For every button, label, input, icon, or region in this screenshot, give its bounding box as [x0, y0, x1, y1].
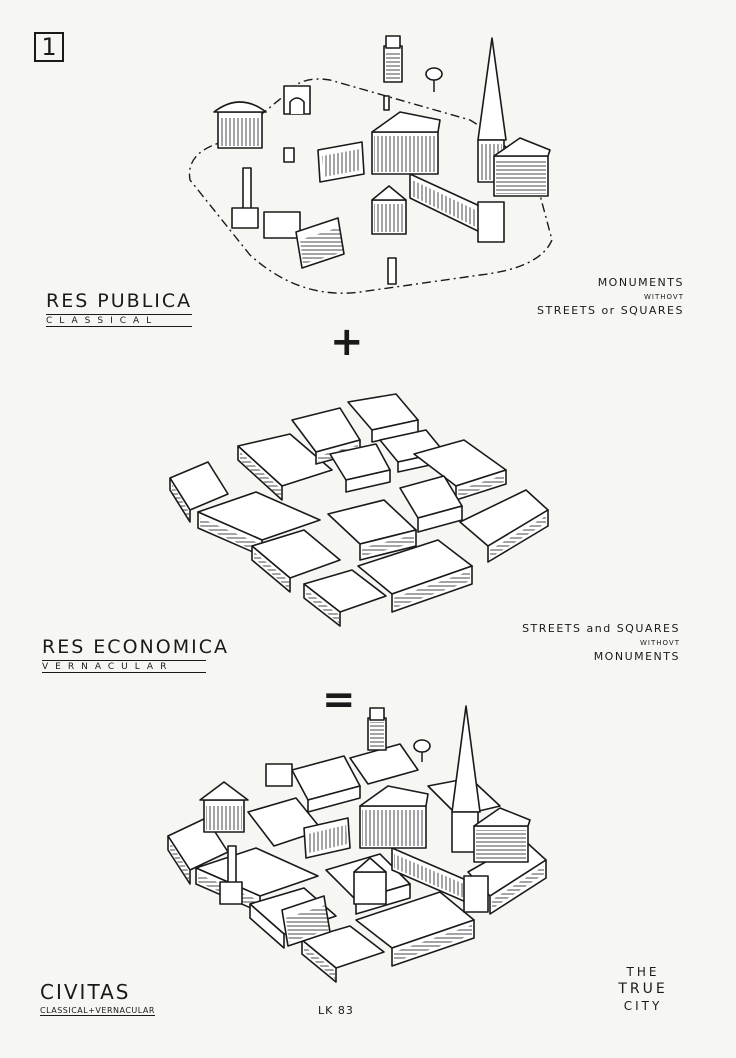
vernacular-block — [347, 393, 419, 443]
column-monument — [219, 845, 243, 905]
aqueduct — [391, 847, 489, 913]
civitas-subtitle: CLASSICAL+VERNACULAR — [40, 1006, 155, 1016]
low-block — [263, 211, 301, 239]
vernacular-block — [357, 539, 473, 613]
vernacular-block — [355, 891, 475, 967]
vernacular-block — [169, 461, 229, 523]
vernacular-block — [327, 499, 417, 561]
vernacular-block — [413, 439, 507, 501]
church-monument — [359, 785, 429, 849]
tower-monument — [383, 35, 403, 83]
plus-operator: + — [330, 319, 364, 365]
side-house — [493, 137, 551, 197]
caption-line: STREETS or SQUARES — [537, 304, 684, 317]
arch-monument — [265, 763, 293, 787]
spire-monument — [477, 37, 507, 183]
page-number: 1 — [34, 32, 64, 62]
church-monument — [371, 111, 441, 175]
res-publica-caption: MONUMENTS WITHOVT STREETS or SQUARES — [537, 276, 684, 318]
vernacular-block — [303, 569, 387, 627]
equals-operator: = — [322, 677, 356, 723]
warehouse — [295, 217, 345, 269]
vernacular-block — [251, 529, 341, 593]
small-house — [371, 185, 407, 235]
tower-monument — [367, 707, 387, 751]
column-monument — [231, 167, 259, 229]
vernacular-block — [399, 475, 463, 533]
arch-monument — [283, 85, 311, 115]
res-publica-title: RES PUBLICA — [46, 290, 193, 312]
aqueduct — [409, 173, 505, 243]
vernacular-block — [291, 407, 361, 465]
vernacular-block — [301, 925, 385, 983]
res-publica-subtitle: CLASSICAL — [46, 314, 192, 327]
vernacular-block — [237, 433, 333, 501]
tree — [413, 739, 431, 762]
side-house — [473, 807, 531, 863]
stoa-monument — [303, 817, 351, 859]
author-initials: LK 83 — [318, 1004, 354, 1017]
caption-line: CITY — [623, 999, 663, 1013]
small-obelisk — [383, 95, 390, 111]
civitas-drawing — [167, 705, 547, 983]
res-economica-subtitle: VERNACULAR — [42, 660, 206, 673]
warehouse — [281, 895, 331, 947]
res-economica-title: RES ECONOMICA — [42, 636, 229, 658]
vernacular-block — [329, 443, 391, 493]
res-publica-drawing — [188, 35, 553, 294]
district-boundary — [188, 78, 553, 294]
caption-line: MONUMENTS — [597, 276, 684, 289]
pantheon-monument — [199, 781, 249, 833]
vernacular-block — [197, 491, 321, 557]
res-economica-drawing — [169, 393, 549, 627]
tree — [425, 67, 443, 92]
caption-line: MONUMENTS — [593, 650, 680, 663]
vernacular-block — [291, 755, 361, 813]
civitas-title: CIVITAS — [40, 980, 131, 1004]
small-house — [353, 857, 387, 905]
pantheon-monument — [213, 101, 267, 149]
caption-line: WITHOVT — [640, 639, 680, 647]
res-economica-caption: STREETS and SQUARES WITHOVT MONUMENTS — [522, 622, 680, 664]
caption-line: WITHOVT — [644, 293, 684, 301]
fountain — [283, 147, 295, 163]
caption-line: TRUE — [618, 981, 668, 997]
stoa-monument — [317, 141, 365, 183]
civitas-caption: THE TRUE CITY — [606, 964, 680, 1015]
statue — [387, 257, 397, 285]
caption-line: STREETS and SQUARES — [522, 622, 680, 635]
caption-line: THE — [626, 965, 660, 979]
vernacular-block — [459, 489, 549, 563]
